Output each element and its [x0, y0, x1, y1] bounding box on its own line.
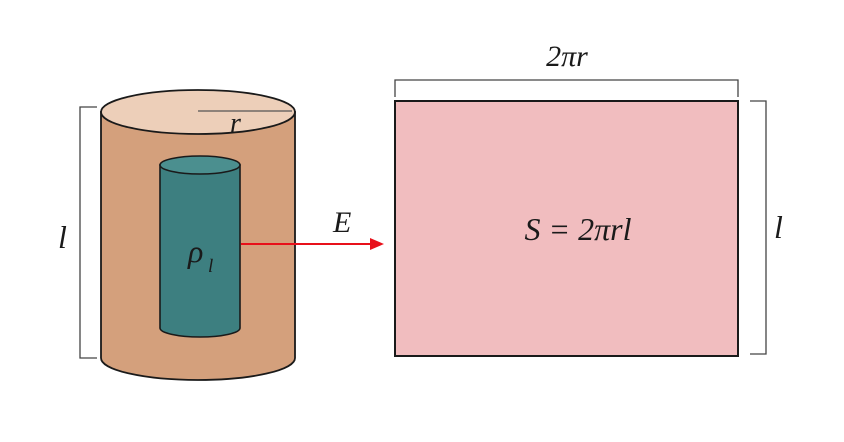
charge-density-subscript: l [208, 256, 213, 277]
unrolled-surface [394, 100, 739, 357]
radius-label: r [230, 108, 241, 139]
inner-cylinder-top [159, 155, 241, 175]
charge-density-label: ρ [187, 233, 203, 269]
cylinder-height-label: l [58, 219, 67, 255]
surface-area-formula: S = 2πrl [525, 211, 632, 247]
cylinder-height-bracket [79, 106, 97, 359]
surface-width-bracket [394, 79, 739, 97]
field-label: E [332, 206, 351, 239]
surface-height-bracket [750, 100, 767, 355]
inner-cylinder-body [159, 164, 241, 338]
field-arrow-head [370, 238, 384, 250]
surface-height-label: l [774, 209, 783, 245]
surface-width-label: 2πr [546, 40, 588, 73]
outer-cylinder-top [100, 89, 296, 135]
